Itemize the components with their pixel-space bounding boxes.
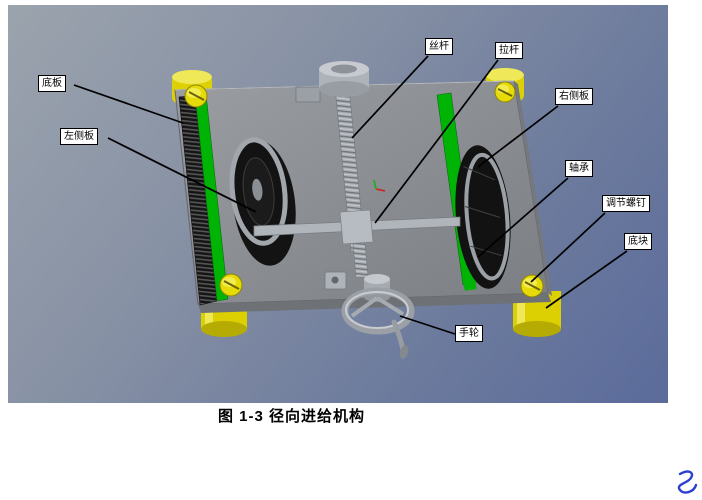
screw-nut-block xyxy=(339,209,374,245)
handwheel xyxy=(341,274,415,359)
top-bracket xyxy=(295,86,321,103)
bearing-disc xyxy=(455,145,511,289)
part-label-base-plate: 底板 xyxy=(38,75,66,92)
part-label-tie-rod: 拉杆 xyxy=(495,42,523,59)
adjusting-screw-bottom-right xyxy=(520,274,544,298)
top-bearing-housing xyxy=(319,61,369,97)
leader-line xyxy=(399,315,456,335)
part-label-left-side-plate: 左侧板 xyxy=(60,128,98,145)
part-label-bearing: 轴承 xyxy=(565,160,593,177)
cad-axis-indicator xyxy=(373,179,386,192)
adjusting-screw-bottom-left xyxy=(219,273,243,297)
leader-line xyxy=(530,212,606,283)
adjusting-screw-top-right xyxy=(494,81,516,103)
figure-caption: 图 1-3 径向进给机构 xyxy=(218,408,366,425)
leader-line xyxy=(477,177,569,258)
part-label-base-block: 底块 xyxy=(624,233,652,250)
bottom-bracket xyxy=(324,271,347,290)
ink-scribble xyxy=(677,470,698,494)
figure-image: 底板 左侧板 丝杆 拉杆 右侧板 轴承 调节螺钉 底块 手轮 xyxy=(8,5,668,403)
leader-line xyxy=(351,55,429,139)
leader-line xyxy=(545,250,628,309)
adjusting-screw-top-left xyxy=(184,84,208,108)
mechanism-drawing xyxy=(73,55,628,359)
part-label-right-side-plate: 右侧板 xyxy=(555,88,593,105)
lower-shaft xyxy=(352,243,369,278)
leader-line xyxy=(107,137,257,213)
leader-line xyxy=(73,84,184,124)
leader-lines xyxy=(73,55,628,335)
part-label-adjusting-screw: 调节螺钉 xyxy=(602,195,650,212)
leader-line xyxy=(477,105,559,168)
part-label-handwheel: 手轮 xyxy=(455,325,483,342)
leader-line xyxy=(374,59,499,224)
part-label-lead-screw: 丝杆 xyxy=(425,38,453,55)
